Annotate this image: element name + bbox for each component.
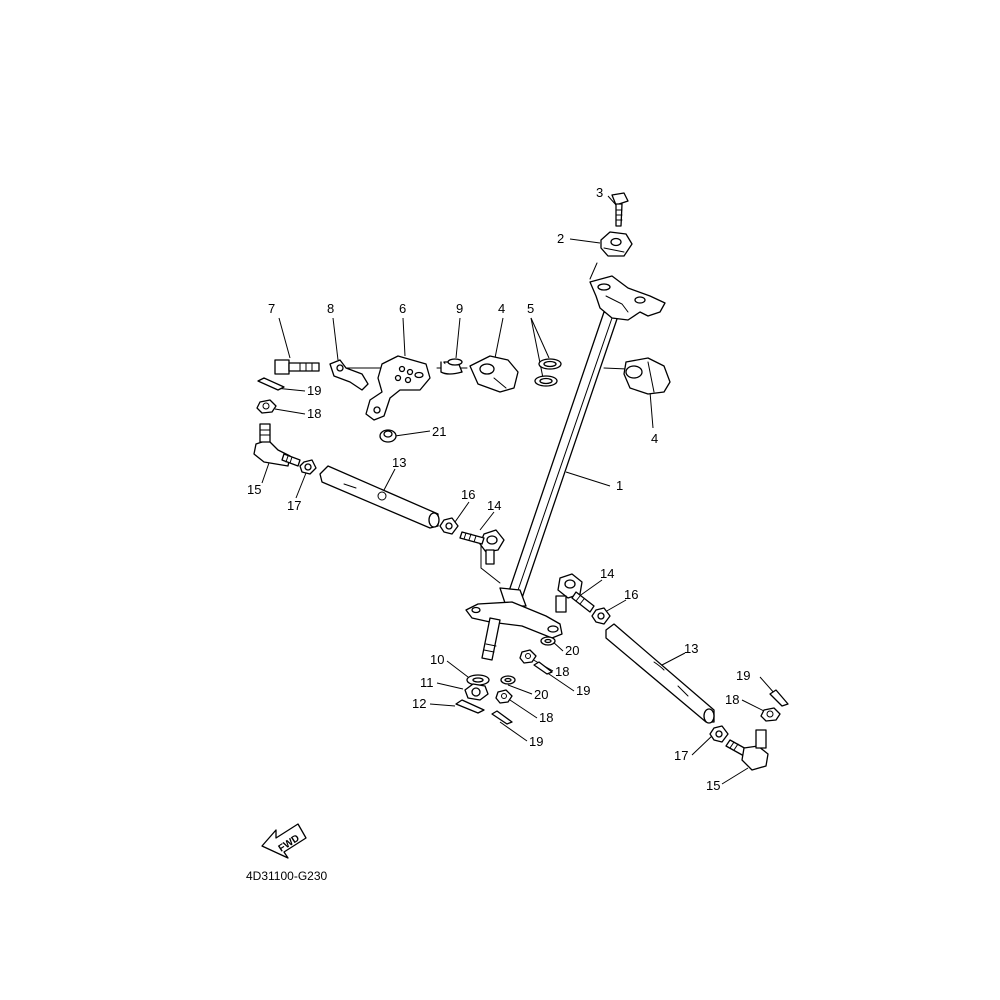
- column-bracket: [365, 355, 431, 421]
- callout-4b: 4: [651, 431, 658, 446]
- column-holder-left: [469, 355, 519, 393]
- cotter-pin-19-upper: [533, 661, 553, 675]
- nut-18-right: [760, 707, 781, 722]
- tie-rod-end-right-outer: [725, 729, 769, 771]
- callout-17b: 17: [674, 748, 688, 763]
- callout-18a: 18: [307, 406, 321, 421]
- callout-20b: 20: [534, 687, 548, 702]
- washer-10: [466, 674, 490, 686]
- callout-4a: 4: [498, 301, 505, 316]
- cotter-pin-19-lower: [491, 710, 513, 725]
- bracket-bolt: [274, 359, 320, 375]
- tie-rod-left: [319, 465, 440, 529]
- washer-20-lower: [500, 675, 516, 685]
- callout-19c: 19: [529, 734, 543, 749]
- callout-10: 10: [430, 652, 444, 667]
- cotter-pin-19-left: [257, 377, 285, 391]
- cotter-pin-19-right: [769, 689, 789, 707]
- diagram-code: 4D31100-G230: [246, 869, 327, 883]
- callout-16b: 16: [624, 587, 638, 602]
- fwd-arrow-icon: FWD: [261, 823, 307, 859]
- callout-17a: 17: [287, 498, 301, 513]
- cotter-pin-12: [455, 699, 485, 714]
- callout-12: 12: [412, 696, 426, 711]
- lock-plate: [329, 359, 369, 391]
- callout-3: 3: [596, 185, 603, 200]
- nut-18-lower: [495, 689, 513, 704]
- callout-20a: 20: [565, 643, 579, 658]
- tie-rod-end-left-outer: [253, 423, 301, 467]
- callout-18d: 18: [725, 692, 739, 707]
- callout-18c: 18: [539, 710, 553, 725]
- callout-15a: 15: [247, 482, 261, 497]
- callout-9: 9: [456, 301, 463, 316]
- nut-16-left: [439, 517, 459, 535]
- callout-1: 1: [616, 478, 623, 493]
- grommet: [379, 429, 397, 443]
- callout-14a: 14: [487, 498, 501, 513]
- callout-2: 2: [557, 231, 564, 246]
- nut-16-right: [591, 607, 611, 625]
- clamp-bolt: [611, 192, 629, 227]
- callout-19a: 19: [307, 383, 321, 398]
- callout-19d: 19: [736, 668, 750, 683]
- tie-rod-end-left-inner: [459, 529, 505, 565]
- collar: [440, 358, 463, 375]
- callout-5: 5: [527, 301, 534, 316]
- upper-clamp: [600, 231, 633, 257]
- callout-15b: 15: [706, 778, 720, 793]
- tie-rod-right: [605, 623, 715, 724]
- nut-18-upper: [519, 649, 537, 664]
- tie-rod-end-right-inner: [555, 573, 595, 613]
- nut-17-left: [299, 459, 317, 475]
- callout-6: 6: [399, 301, 406, 316]
- callout-13b: 13: [684, 641, 698, 656]
- nut-17-right: [709, 725, 729, 743]
- nut-18-left: [256, 399, 277, 414]
- castle-nut-11: [464, 683, 489, 701]
- steering-column: [465, 275, 666, 661]
- callout-19b: 19: [576, 683, 590, 698]
- callout-18b: 18: [555, 664, 569, 679]
- callout-13a: 13: [392, 455, 406, 470]
- callout-labels: 1 2 3 4 4 5 6 7 8 9 10 11 12 13 13 14 14…: [247, 185, 750, 793]
- washer-20-upper: [540, 636, 556, 646]
- callout-14b: 14: [600, 566, 614, 581]
- callout-11: 11: [420, 675, 434, 690]
- callout-16a: 16: [461, 487, 475, 502]
- column-holder-right: [623, 357, 671, 395]
- callout-21: 21: [432, 424, 446, 439]
- callout-7: 7: [268, 301, 275, 316]
- callout-8: 8: [327, 301, 334, 316]
- bushings: [534, 358, 562, 387]
